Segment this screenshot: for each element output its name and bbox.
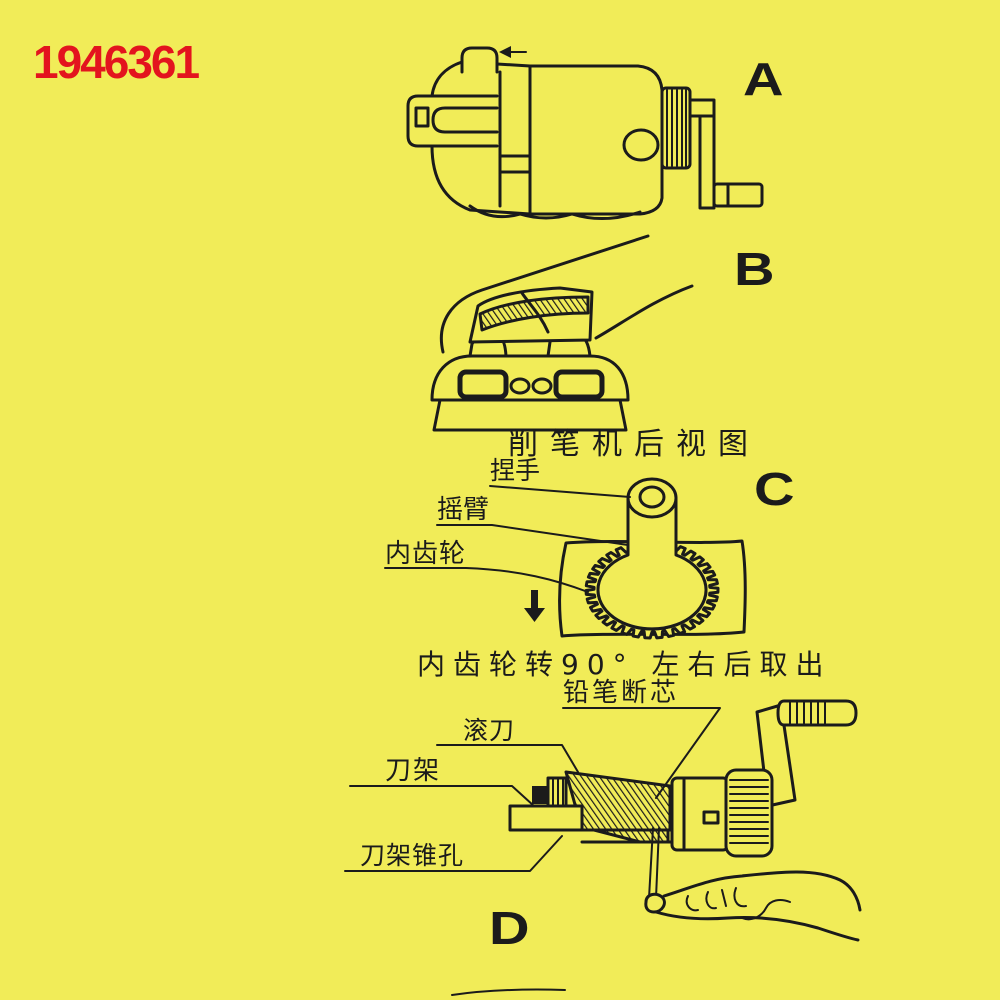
blade-shaft-coils — [552, 777, 564, 809]
crank-connector — [688, 98, 716, 118]
housing-window — [702, 810, 720, 825]
figure-b-letter: B — [734, 243, 775, 295]
leader-inner-gear — [384, 567, 589, 593]
knob-top — [626, 477, 678, 519]
label-roller-blade: 滚刀 — [463, 716, 516, 745]
rotate-direction-arrow-icon — [524, 590, 545, 622]
label-blade-holder: 刀架 — [385, 756, 442, 786]
leader-broken-lead — [562, 707, 721, 799]
hand-outline — [439, 234, 650, 354]
pencil-clamp-notch — [414, 106, 430, 128]
leader-roller-blade — [436, 744, 579, 773]
center-port-left — [509, 377, 531, 395]
rear-base — [432, 398, 628, 432]
leader-holder-cone-hole — [344, 835, 563, 872]
side-knob — [622, 128, 660, 162]
leader-crank-arm — [436, 524, 629, 546]
hand-outline-lower — [654, 910, 860, 942]
crank-grip-ridges — [789, 700, 826, 726]
crank-handle — [712, 182, 764, 208]
sheet-id-number: 1946361 — [33, 36, 200, 88]
label-inner-gear: 内齿轮 — [385, 539, 467, 569]
figure-d-broken-lead-removal — [344, 699, 862, 942]
figure-d-letter: D — [489, 902, 530, 954]
figure-c-caption: 内齿轮转90° 左右后取出 — [417, 648, 832, 681]
blade-holder — [508, 804, 584, 832]
figure-a-letter: A — [743, 53, 784, 105]
label-broken-lead: 铅笔断芯 — [563, 678, 680, 708]
main-housing — [528, 64, 664, 216]
clamp-top-tab — [460, 46, 499, 74]
center-port-right — [531, 377, 553, 395]
finger-knuckle — [520, 291, 550, 334]
pencil-clamp-slot — [431, 106, 499, 134]
broken-lead — [648, 827, 660, 899]
finger-shading — [478, 295, 590, 332]
drive-gear-teeth — [729, 779, 769, 844]
wrist-outline — [594, 284, 694, 340]
label-knob: 捏手 — [490, 456, 541, 485]
rear-housing-top — [430, 354, 630, 402]
label-crank-arm: 摇臂 — [437, 495, 490, 525]
leader-knob — [489, 485, 631, 498]
figure-c-inner-gear — [384, 477, 747, 640]
figure-a-side-view — [406, 46, 764, 221]
slider-detail — [498, 154, 532, 174]
label-holder-cone-hole: 刀架锥孔 — [360, 841, 465, 870]
gear-housing — [670, 776, 730, 852]
leader-blade-holder — [349, 785, 535, 807]
push-direction-arrowhead-icon — [499, 46, 511, 58]
finger-joints — [685, 887, 747, 912]
drive-gear — [724, 768, 774, 858]
blade-shaft-end — [532, 786, 548, 804]
right-window — [553, 369, 605, 400]
figure-b-rear-view — [430, 234, 694, 432]
crank-arm — [698, 114, 716, 210]
holder-cone-hole — [592, 828, 670, 844]
hand-fingertips — [644, 892, 666, 914]
knob-hole — [638, 485, 666, 509]
top-edge — [495, 62, 532, 68]
drive-gear-teeth — [666, 89, 687, 167]
figure-b-caption: 削笔机后视图 — [508, 427, 760, 462]
left-window — [457, 369, 509, 400]
thumb — [741, 899, 791, 921]
pencil-clamp — [406, 94, 499, 148]
rear-housing-outline — [430, 60, 532, 216]
page-edge-mark — [451, 988, 566, 996]
figure-c-letter: C — [754, 463, 795, 515]
suction-base — [468, 204, 642, 221]
hand-outline-upper — [662, 870, 862, 912]
crank-arm-shaft — [596, 496, 708, 631]
